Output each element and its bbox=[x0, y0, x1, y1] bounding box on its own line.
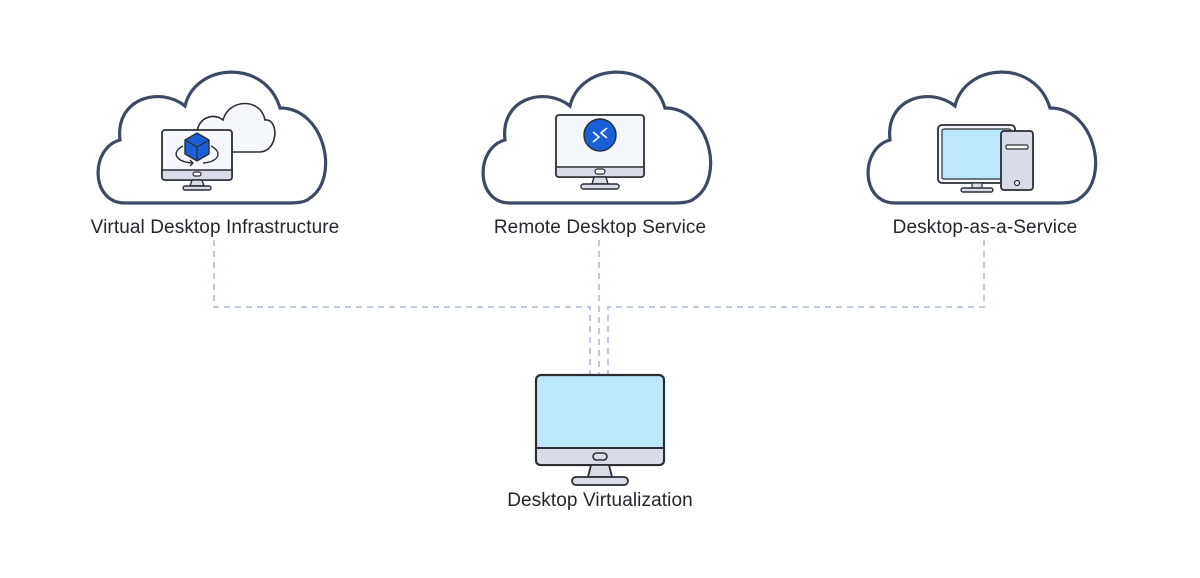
node-daas bbox=[866, 70, 1098, 205]
monitor-icon bbox=[534, 373, 666, 486]
node-vdi bbox=[96, 70, 328, 205]
label-daas: Desktop-as-a-Service bbox=[892, 217, 1078, 238]
node-desktop-virtualization bbox=[534, 373, 666, 486]
desktop-monitor-icon bbox=[937, 124, 1016, 193]
connector-daas bbox=[607, 240, 985, 375]
rotate-arrow-icon bbox=[175, 145, 219, 164]
node-rds bbox=[481, 70, 713, 205]
computer-tower-icon bbox=[1000, 130, 1034, 191]
label-rds: Remote Desktop Service bbox=[493, 217, 707, 238]
cube-icon bbox=[175, 132, 219, 167]
remote-connection-icon bbox=[583, 118, 617, 152]
connector-vdi bbox=[213, 240, 591, 375]
label-desktop-virtualization: Desktop Virtualization bbox=[507, 490, 693, 511]
connectors bbox=[213, 240, 985, 375]
label-vdi: Virtual Desktop Infrastructure bbox=[90, 217, 340, 238]
